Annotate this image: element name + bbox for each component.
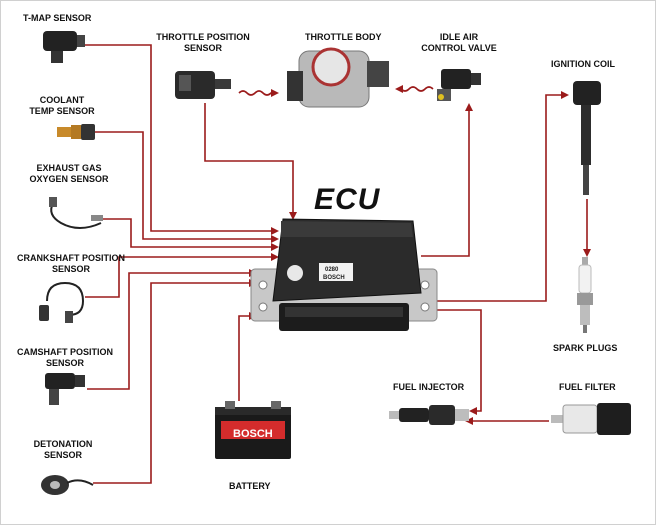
idle-air-control-valve-image	[437, 69, 481, 101]
label-coolant-line2: TEMP SENSOR	[29, 106, 95, 116]
label-throttle-position-line1: THROTTLE POSITION	[156, 32, 250, 42]
wire-injector	[421, 309, 482, 415]
label-coolant: COOLANT TEMP SENSOR	[27, 95, 97, 117]
squiggle-iac-to-tb	[395, 85, 434, 93]
wire-tmap	[81, 44, 279, 235]
diagram-title: ECU	[314, 183, 381, 216]
label-fuel-filter: FUEL FILTER	[559, 382, 616, 392]
label-tmap: T-MAP SENSOR	[23, 13, 92, 23]
wire-coolant	[93, 131, 279, 243]
fuel-filter-image	[551, 403, 631, 435]
wire-exhaust	[98, 218, 279, 251]
label-battery: BATTERY	[229, 481, 271, 491]
wire-cam	[87, 269, 257, 390]
squiggle-tps-to-tb	[238, 89, 279, 97]
label-coolant-line1: COOLANT	[39, 95, 85, 105]
label-knock-line2: SENSOR	[43, 450, 82, 460]
label-throttle-position-line2: SENSOR	[183, 43, 222, 53]
label-ignition-coil: IGNITION COIL	[551, 59, 615, 69]
ignition-coil-image	[573, 81, 601, 195]
label-iac: IDLE AIR CONTROL VALVE	[413, 32, 505, 54]
detonation-sensor-image	[41, 475, 94, 495]
label-exhaust-line1: EXHAUST GAS	[36, 163, 102, 173]
oxygen-sensor-image	[49, 197, 103, 229]
wire-battery	[238, 312, 257, 401]
ecu-sticker-line2: BOSCH	[323, 275, 345, 281]
ecu-unit	[250, 218, 438, 331]
coolant-sensor-image	[57, 124, 95, 140]
spark-plug-image	[577, 257, 593, 333]
label-exhaust: EXHAUST GAS OXYGEN SENSOR	[25, 163, 113, 185]
throttle-position-sensor-image	[175, 71, 231, 99]
wire-crank	[85, 253, 279, 298]
label-throttle-position: THROTTLE POSITION SENSOR	[149, 32, 257, 54]
wire-coil	[421, 91, 569, 302]
throttle-body-image	[287, 47, 389, 108]
label-knock-line1: DETONATION	[33, 439, 93, 449]
label-crank-line1: CRANKSHAFT POSITION	[17, 253, 125, 263]
label-spark-plugs: SPARK PLUGS	[553, 343, 618, 353]
label-throttle-body: THROTTLE BODY	[305, 32, 382, 42]
label-fuel-injector: FUEL INJECTOR	[393, 382, 465, 392]
label-crank-line2: SENSOR	[51, 264, 90, 274]
camshaft-sensor-image	[45, 373, 85, 405]
crankshaft-sensor-image	[39, 281, 85, 323]
label-cam-line2: SENSOR	[45, 358, 84, 368]
label-exhaust-line2: OXYGEN SENSOR	[29, 174, 109, 184]
ecu-sticker-line1: 0280	[325, 267, 339, 273]
battery-image	[215, 401, 291, 459]
label-knock: DETONATION SENSOR	[23, 439, 103, 461]
wire-knock	[93, 279, 257, 484]
tmap-sensor-image	[43, 31, 85, 63]
label-cam: CAMSHAFT POSITION SENSOR	[9, 347, 121, 369]
battery-brand: BOSCH	[233, 428, 273, 440]
label-cam-line1: CAMSHAFT POSITION	[17, 347, 113, 357]
label-iac-line1: IDLE AIR	[439, 32, 479, 42]
wire-throttle-pos	[204, 103, 297, 220]
label-crank: CRANKSHAFT POSITION SENSOR	[9, 253, 133, 275]
label-iac-line2: CONTROL VALVE	[421, 43, 497, 53]
wire-iac	[421, 103, 473, 257]
fuel-injector-image	[389, 405, 469, 425]
